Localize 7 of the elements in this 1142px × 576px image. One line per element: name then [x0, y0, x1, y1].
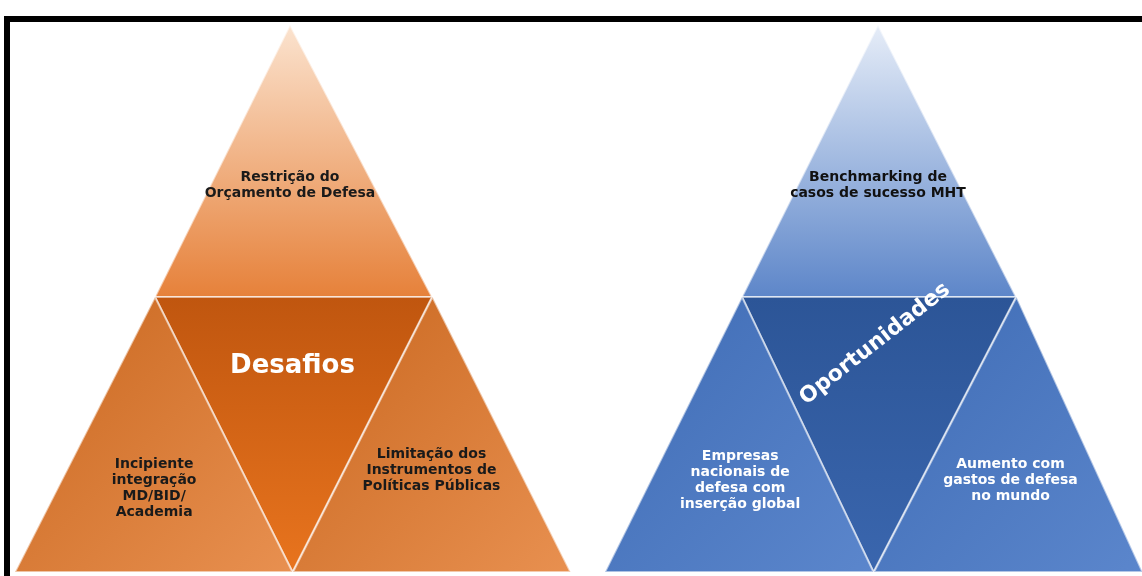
triangle-label: Limitação dos Instrumentos de Políticas Públicas [361, 445, 502, 494]
triangle-label: Restrição do Orçamento de Defesa [203, 168, 377, 201]
triangle-label: Aumento com gastos de defesa no mundo [942, 455, 1079, 504]
triangle-label: Incipiente integração MD/BID/ Academia [110, 455, 198, 520]
diagram-heading: Desafios [229, 350, 356, 380]
triangle-label: Benchmarking de casos de sucesso MHT [789, 168, 967, 201]
triangle-label: Empresas nacionais de defesa com inserção global [678, 447, 802, 512]
